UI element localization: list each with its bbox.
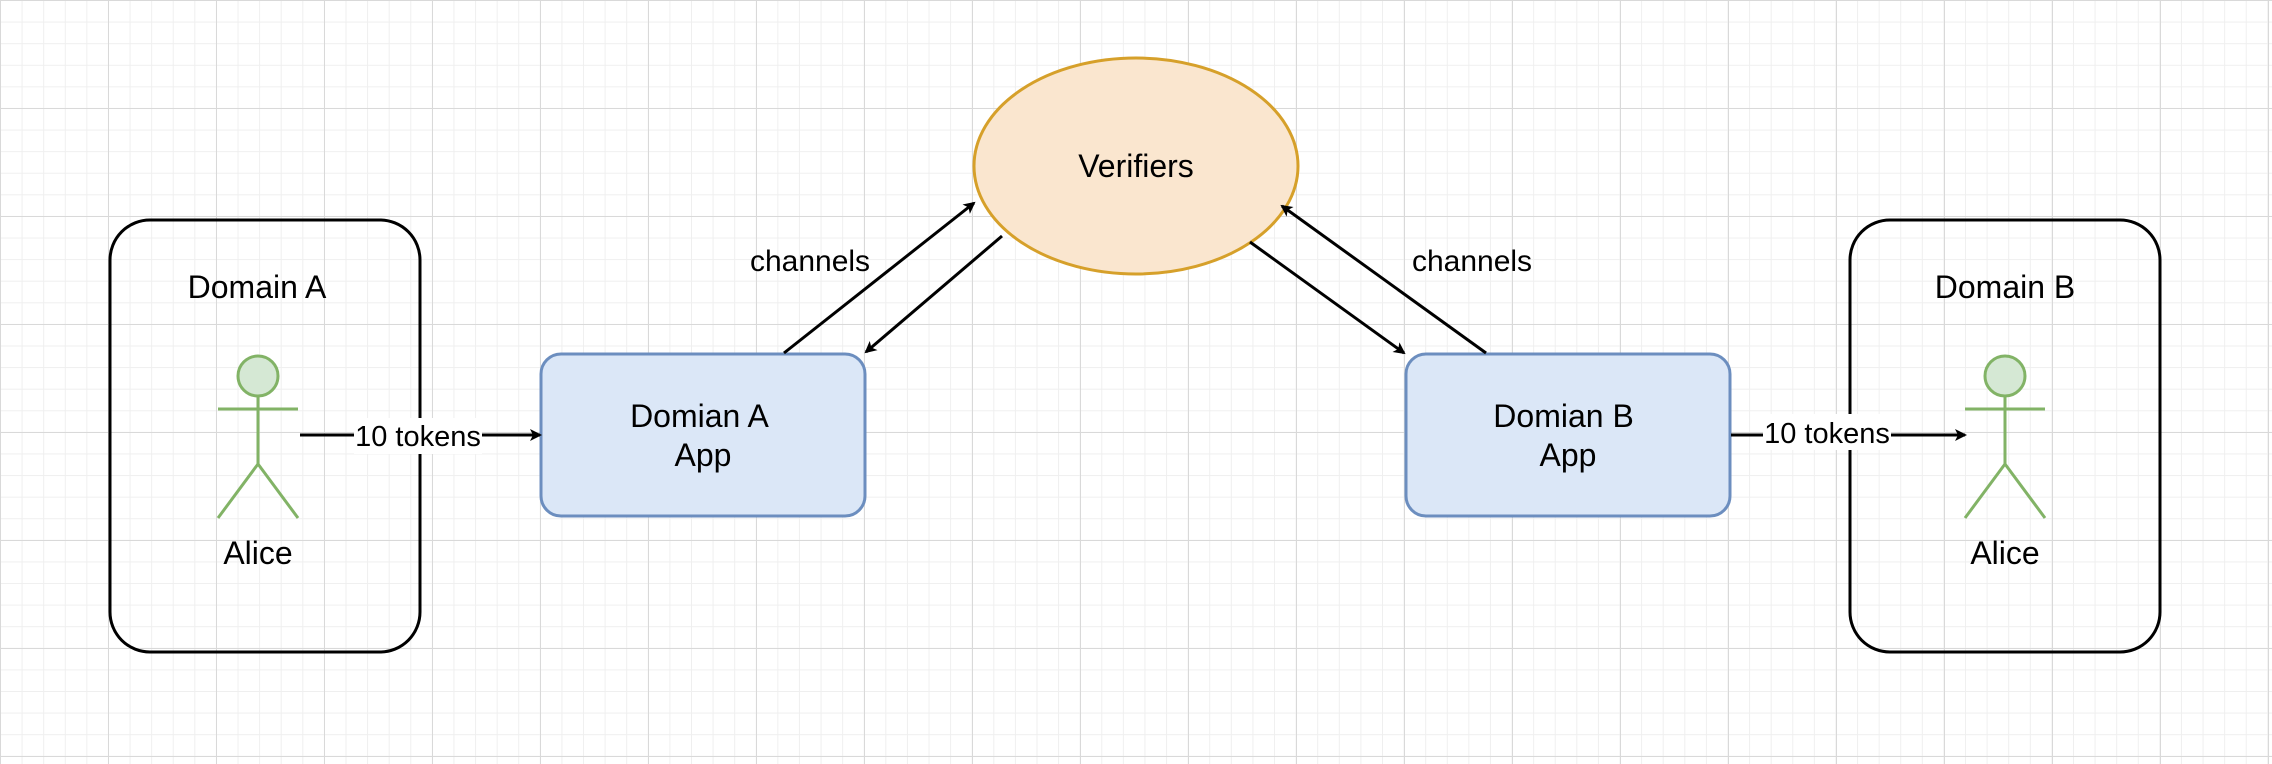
app-a-label: Domian A App <box>630 398 776 473</box>
channels-label-left: channels <box>750 245 870 278</box>
actor-alice-b-label: Alice <box>1970 535 2039 571</box>
actor-alice-a-label: Alice <box>223 535 292 571</box>
actor-alice-a[interactable] <box>216 354 300 519</box>
verifiers-label: Verifiers <box>1078 148 1194 184</box>
edge-label-bg <box>354 418 482 454</box>
actor-alice-b[interactable] <box>1963 354 2047 519</box>
edge-label-tokens-a: 10 tokens <box>355 421 481 453</box>
channels-label-right: channels <box>1412 245 1532 278</box>
edge-label-bg <box>1763 414 1891 450</box>
app-b-label-line1: Domian B <box>1493 398 1634 434</box>
edge-label-tokens-b: 10 tokens <box>1764 418 1890 450</box>
edge-app-a-verifiers[interactable] <box>783 201 1003 355</box>
actor-head <box>1983 354 2027 398</box>
verifiers-node[interactable] <box>972 56 1300 276</box>
app-a-label-line2: App <box>675 437 732 473</box>
app-b-label-line2: App <box>1540 437 1597 473</box>
edge-app-b-to-alice-b[interactable]: 10 tokens <box>1731 414 1967 450</box>
actor-leg-right <box>256 463 300 519</box>
domain-a-label: Domain A <box>188 269 327 305</box>
edge-verifiers-to-app-a <box>864 234 1003 354</box>
edge-verifiers-to-app-b <box>1249 240 1406 355</box>
edge-app-b-to-verifiers <box>1280 204 1487 355</box>
domain-b-label: Domain B <box>1935 269 2076 305</box>
app-a-box[interactable] <box>539 352 867 518</box>
edge-app-a-to-verifiers <box>783 201 976 355</box>
actor-leg-left <box>1963 463 2007 519</box>
edge-alice-a-to-app-a[interactable]: 10 tokens <box>300 418 542 454</box>
actor-leg-left <box>216 463 260 519</box>
app-b-label: Domian B App <box>1493 398 1642 473</box>
actor-leg-right <box>2003 463 2047 519</box>
edge-app-b-verifiers[interactable] <box>1249 204 1487 355</box>
app-a-label-line1: Domian A <box>630 398 769 434</box>
app-b-box[interactable] <box>1404 352 1732 518</box>
actor-head <box>236 354 280 398</box>
